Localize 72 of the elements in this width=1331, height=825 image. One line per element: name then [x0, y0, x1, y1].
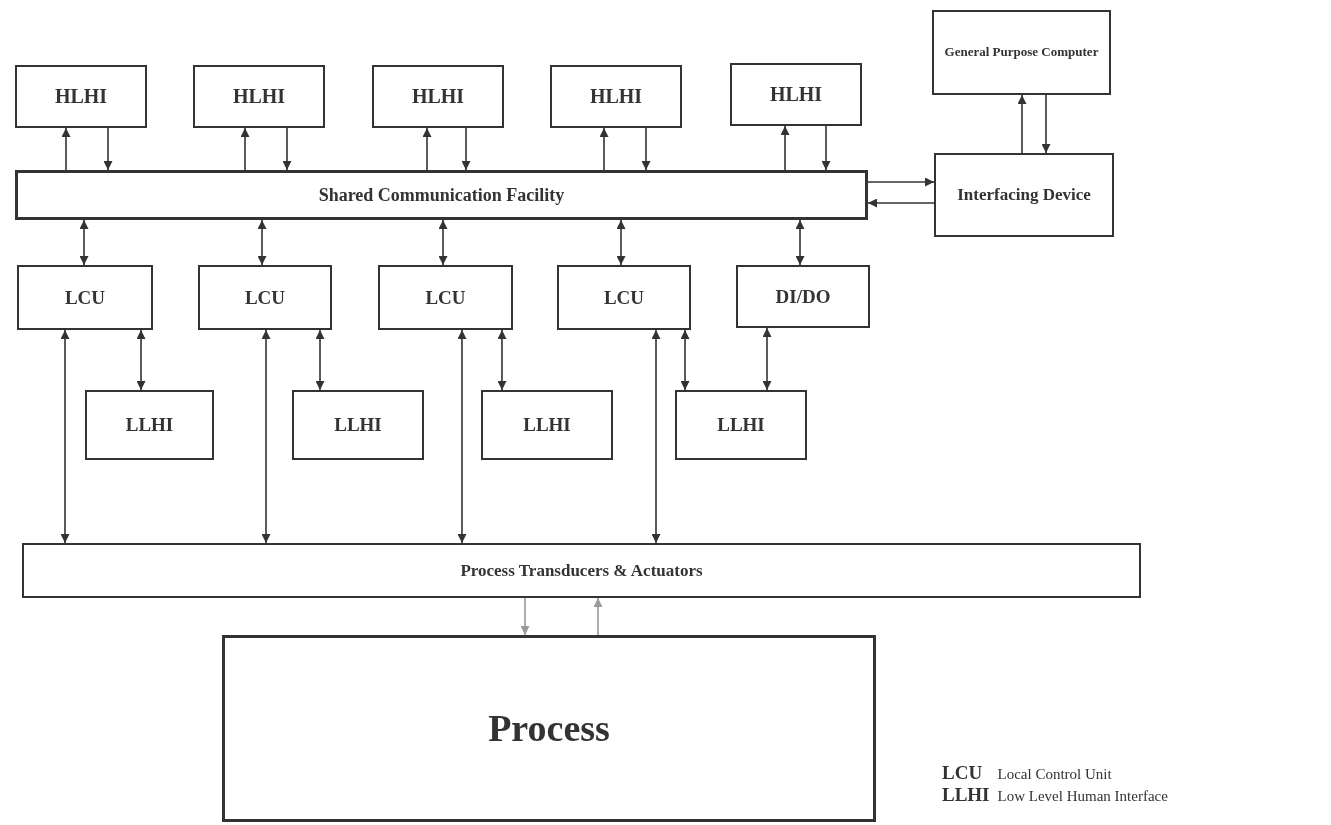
block-label: Process Transducers & Actuators: [459, 560, 704, 581]
block-label: LCU: [243, 286, 287, 309]
block-box: [22, 543, 1141, 598]
block-label: HLHI: [768, 83, 824, 106]
block-box: [557, 265, 691, 330]
arrow: [821, 125, 831, 171]
block-box: [292, 390, 424, 460]
block-label: Interfacing Device: [956, 185, 1092, 205]
arrow: [593, 597, 603, 636]
arrow: [60, 329, 70, 544]
block-box: [15, 65, 147, 128]
arrow: [240, 127, 250, 171]
block-label: HLHI: [410, 85, 466, 108]
abbreviation-meaning: Local Control Unit: [997, 766, 1113, 783]
arrow: [457, 329, 467, 544]
arrow: [261, 329, 271, 544]
arrow: [438, 219, 448, 266]
block-box: [17, 265, 153, 330]
arrow: [762, 327, 772, 391]
arrow: [61, 127, 71, 171]
block-label: LCU: [63, 286, 107, 309]
block-box: [85, 390, 214, 460]
arrow: [651, 329, 661, 544]
block-label: HLHI: [53, 85, 109, 108]
block-label: Process: [487, 706, 611, 751]
arrow: [599, 127, 609, 171]
arrow: [867, 177, 935, 187]
block-box: [378, 265, 513, 330]
block-label: HLHI: [231, 85, 287, 108]
block-box: [193, 65, 325, 128]
block-box: [736, 265, 870, 328]
abbreviation: LCU: [942, 762, 984, 784]
block-label: DI/DO: [774, 285, 832, 308]
arrow: [680, 329, 690, 391]
block-box: [222, 635, 876, 822]
arrow: [461, 127, 471, 171]
arrow: [616, 219, 626, 266]
block-box: [481, 390, 613, 460]
arrow: [1017, 94, 1027, 154]
block-box: [730, 63, 862, 126]
arrow: [520, 597, 530, 636]
arrow: [136, 329, 146, 391]
abbreviation: LLHI: [942, 784, 990, 806]
arrow: [257, 219, 267, 266]
block-label: LCU: [424, 286, 467, 309]
arrow: [795, 219, 805, 266]
arrow: [79, 219, 89, 266]
block-box: [550, 65, 682, 128]
arrow: [780, 125, 790, 171]
block-label: LCU: [602, 286, 646, 309]
block-box: [15, 170, 868, 220]
block-label: HLHI: [588, 85, 644, 108]
block-label: LLHI: [522, 414, 572, 436]
arrow: [641, 127, 651, 171]
arrow: [1041, 94, 1051, 154]
block-label: LLHI: [124, 414, 175, 436]
arrow: [282, 127, 292, 171]
block-label: Shared Communication Facility: [317, 184, 566, 206]
block-box: [932, 10, 1111, 95]
abbreviation-meaning: Low Level Human Interface: [997, 788, 1168, 805]
block-box: [934, 153, 1114, 237]
arrow: [103, 127, 113, 171]
block-box: [198, 265, 332, 330]
block-box: [675, 390, 807, 460]
arrow: [867, 198, 935, 208]
arrow: [315, 329, 325, 391]
block-label: General Purpose Computer: [943, 45, 1100, 60]
block-label: LLHI: [716, 414, 766, 436]
block-label: LLHI: [333, 414, 383, 436]
arrow: [497, 329, 507, 391]
block-box: [372, 65, 504, 128]
arrow: [422, 127, 432, 171]
